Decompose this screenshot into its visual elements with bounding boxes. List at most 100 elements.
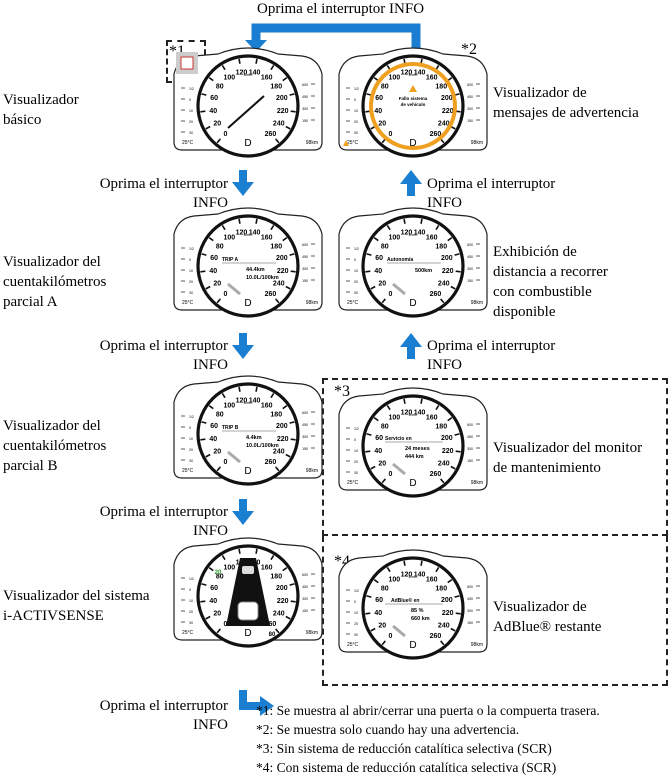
- right-turn-arrow: [239, 690, 274, 716]
- press-info-3: Oprima el interruptor INFO: [99, 504, 228, 539]
- dial-ring: [196, 214, 300, 318]
- speed-label: 180: [270, 573, 282, 580]
- left-scale-label: 0: [354, 98, 356, 102]
- left-scale-label: 30: [189, 291, 193, 295]
- speed-label: 180: [270, 243, 282, 250]
- speed-tick: [440, 298, 445, 304]
- speed-label: 60: [210, 423, 218, 430]
- speed-tick: [221, 65, 226, 71]
- speed-tick: [454, 595, 460, 598]
- right-scale-label: 300: [467, 267, 473, 271]
- speed-tick: [435, 567, 440, 573]
- speed-label: 120: [401, 410, 413, 417]
- speed-label: 20: [213, 449, 221, 456]
- speed-label: 180: [435, 243, 447, 250]
- speed-tick: [238, 218, 241, 224]
- left-scale-label: 0: [354, 258, 356, 262]
- speed-label: 20: [378, 623, 386, 630]
- left-scale-label: 1/2: [189, 577, 194, 581]
- speed-tick: [289, 93, 295, 96]
- cluster-iactivsense: 020406080100120140160180200220240260km/h…: [172, 534, 324, 654]
- speed-label: 200: [276, 255, 288, 262]
- right-scale-label: 300: [302, 267, 308, 271]
- speed-label: 80: [381, 243, 389, 250]
- speed-label: 220: [442, 610, 454, 617]
- speed-tick: [403, 398, 406, 404]
- speed-tick: [386, 567, 391, 573]
- speed-tick: [450, 465, 456, 470]
- speed-label: 60: [210, 585, 218, 592]
- speed-tick: [285, 125, 291, 130]
- speed-tick: [255, 386, 258, 392]
- label-range: Exhibición de distancia a recorrer con c…: [493, 244, 608, 320]
- speed-label: 100: [223, 564, 235, 571]
- left-scale-label: 0: [189, 258, 191, 262]
- speed-label: 20: [378, 281, 386, 288]
- speed-label: 220: [277, 268, 289, 275]
- speed-tick: [208, 405, 214, 410]
- own-car-icon: [237, 601, 259, 621]
- temp-readout: 25°C: [347, 642, 359, 648]
- speed-unit: km/h: [244, 400, 253, 405]
- adblue-km: 660 km: [411, 616, 430, 622]
- speed-label: 0: [389, 131, 393, 138]
- speed-tick: [403, 218, 406, 224]
- speed-label: 260: [430, 471, 442, 478]
- speed-label: 200: [441, 95, 453, 102]
- speed-tick: [285, 285, 291, 290]
- speed-tick: [403, 560, 406, 566]
- label-trip-b: Visualizador del cuentakilómetros parcia…: [3, 418, 107, 474]
- speed-label: 260: [430, 131, 442, 138]
- speed-tick: [365, 450, 371, 453]
- trip-title: TRIP A: [222, 257, 239, 263]
- left-scale-label: 20: [189, 448, 193, 452]
- speed-label: 80: [381, 83, 389, 90]
- temp-readout: 25°C: [182, 468, 194, 474]
- speed-label: 240: [273, 281, 285, 288]
- left-scale-label: 30: [354, 471, 358, 475]
- speed-label: 160: [261, 564, 273, 571]
- right-scale-label: 150: [467, 279, 473, 283]
- speed-tick: [255, 218, 258, 224]
- adblue-title: AdBlue® en: [391, 597, 419, 604]
- speed-label: 0: [224, 459, 228, 466]
- speed-label: 180: [435, 585, 447, 592]
- right-scale-label: 300: [302, 597, 308, 601]
- temp-readout: 25°C: [347, 480, 359, 486]
- speed-tick: [238, 58, 241, 64]
- press-info-5: Oprima el interruptor INFO: [427, 176, 556, 211]
- label-adblue: Visualizador de AdBlue® restante: [493, 599, 602, 635]
- left-scale-label: 30: [354, 131, 358, 135]
- right-scale-label: 600: [467, 423, 473, 427]
- right-scale-label: 450: [302, 255, 308, 259]
- speed-tick: [455, 450, 461, 453]
- left-scale-label: 0: [189, 426, 191, 430]
- speed-label: 60: [375, 255, 383, 262]
- speed-label: 200: [276, 95, 288, 102]
- speed-tick: [200, 110, 206, 113]
- speed-tick: [255, 58, 258, 64]
- down-arrow-2: [232, 333, 254, 359]
- temp-readout: 25°C: [182, 140, 194, 146]
- speed-label: 240: [273, 121, 285, 128]
- iactiv-left-speed: 20: [215, 570, 222, 576]
- speed-tick: [208, 237, 214, 242]
- speed-label: 200: [441, 255, 453, 262]
- speed-tick: [221, 393, 226, 399]
- odo-readout: 98km: [471, 140, 483, 146]
- speed-label: 40: [374, 108, 382, 115]
- speed-label: 180: [435, 83, 447, 90]
- speed-unit: km/h: [409, 232, 418, 237]
- speed-label: 0: [224, 131, 228, 138]
- down-arrow-3: [232, 499, 254, 525]
- speed-tick: [285, 615, 291, 620]
- odo-readout: 98km: [306, 140, 318, 146]
- needle-shadow: [392, 282, 406, 296]
- speed-label: 80: [216, 243, 224, 250]
- speed-label: 260: [265, 291, 277, 298]
- speed-tick: [435, 225, 440, 231]
